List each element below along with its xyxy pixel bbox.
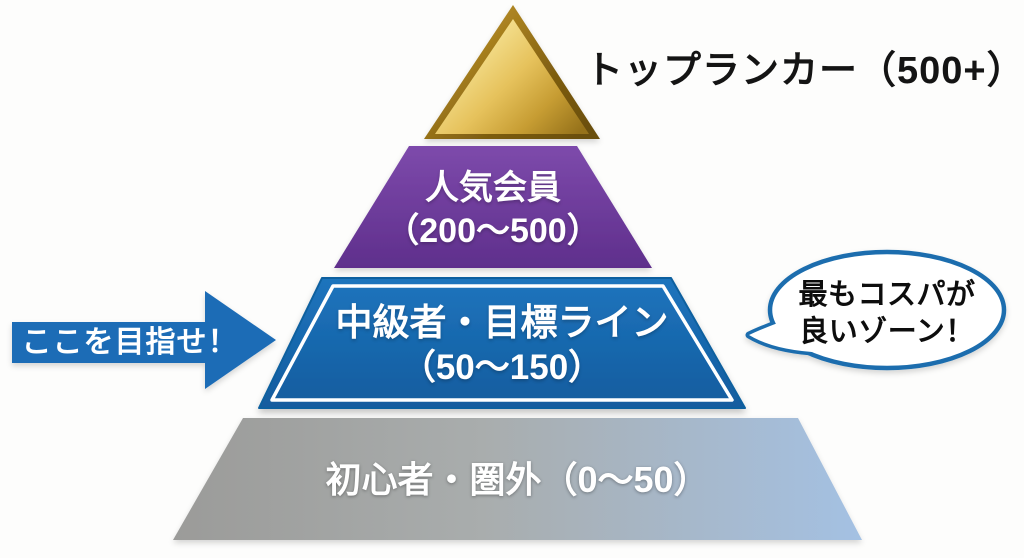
tier-intermediate-shape (258, 277, 746, 409)
target-arrow-icon (12, 291, 276, 389)
speech-bubble-ellipse (767, 249, 1007, 371)
tier-popular-member-shape (334, 146, 652, 268)
tier-top-ranker-shape (435, 19, 589, 134)
speech-bubble (745, 249, 1007, 371)
speech-bubble-tail-fill (749, 312, 812, 352)
tier-beginner-shape (173, 418, 862, 540)
tier-intermediate-inner-frame (270, 284, 734, 402)
